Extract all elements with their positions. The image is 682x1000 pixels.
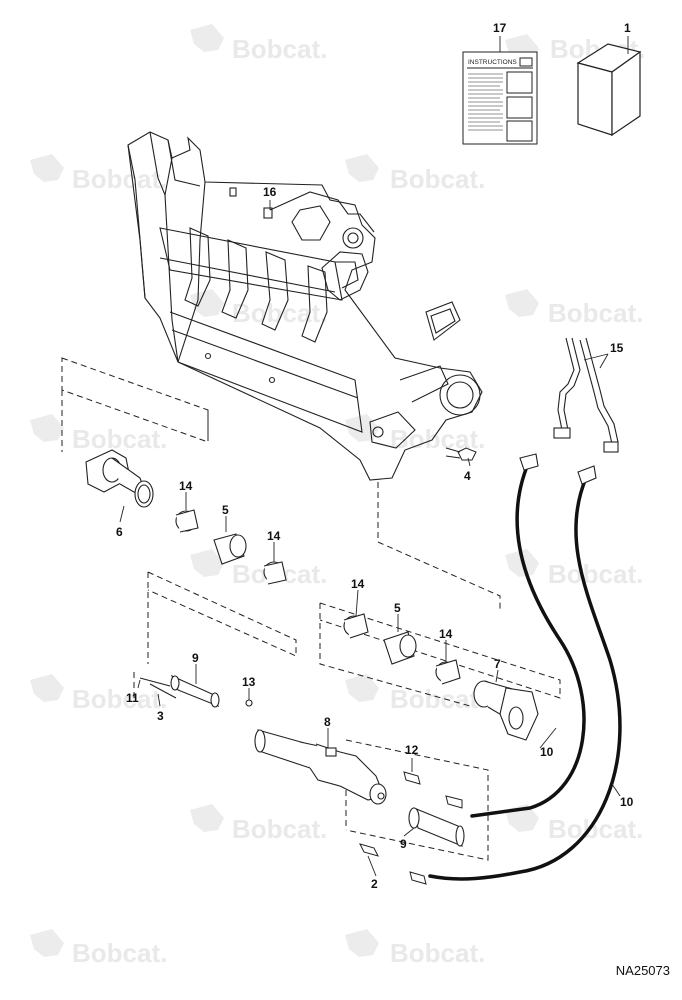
watermark-text: Bobcat. (72, 164, 167, 194)
watermark-text: Bobcat. (72, 938, 167, 968)
callout-14-d: 14 (439, 627, 453, 641)
callout-9-a: 9 (192, 651, 199, 665)
callout-2: 2 (371, 877, 378, 891)
instructions-manual: INSTRUCTIONS (462, 51, 538, 145)
callout-14-c: 14 (351, 577, 365, 591)
callout-9-b: 9 (400, 837, 407, 851)
watermark-text: Bobcat. (232, 814, 327, 844)
hydraulic-cylinder (254, 729, 387, 805)
watermark-text: Bobcat. (390, 938, 485, 968)
callout-4: 4 (464, 469, 471, 483)
bushings-rings (175, 509, 461, 685)
watermark-text: Bobcat. (72, 684, 167, 714)
watermark-text: Bobcat. (548, 559, 643, 589)
document-code: NA25073 (615, 963, 670, 978)
hoses (428, 462, 622, 881)
callout-16: 16 (263, 185, 277, 199)
callout-14-a: 14 (179, 479, 193, 493)
pin-lower (408, 807, 465, 847)
steel-tubes (519, 337, 619, 485)
flange-bushing-left (85, 449, 154, 508)
callout-17: 17 (493, 21, 507, 35)
callout-3: 3 (157, 709, 164, 723)
watermark-text: Bobcat. (390, 684, 485, 714)
callout-10-a: 10 (540, 745, 554, 759)
callout-14-b: 14 (267, 529, 281, 543)
flange-bushing-right (473, 680, 539, 741)
callout-10-b: 10 (620, 795, 634, 809)
bobcat-watermarks: Bobcat. Bobcat. Bobcat. Bobcat. Bobcat. … (30, 24, 645, 968)
callout-15: 15 (610, 341, 624, 355)
callout-7: 7 (494, 657, 501, 671)
watermark-text: Bobcat. (232, 298, 327, 328)
watermark-text: Bobcat. (390, 164, 485, 194)
fittings (359, 771, 463, 885)
instructions-label: INSTRUCTIONS (468, 59, 517, 66)
callout-8: 8 (324, 715, 331, 729)
watermark-text: Bobcat. (548, 298, 643, 328)
bolt-part (445, 447, 477, 461)
watermark-text: Bobcat. (72, 424, 167, 454)
pin-upper (139, 674, 253, 708)
callout-6: 6 (116, 525, 123, 539)
carrier-frame (127, 131, 483, 481)
callout-5-b: 5 (394, 601, 401, 615)
callout-1: 1 (624, 21, 631, 35)
callouts: 17 1 16 4 6 14 5 14 14 5 14 7 9 13 11 3 … (116, 21, 634, 891)
callout-11: 11 (126, 691, 139, 705)
watermark-text: Bobcat. (232, 34, 327, 64)
callout-5-a: 5 (222, 503, 229, 517)
leader-lines (119, 36, 629, 877)
callout-13: 13 (242, 675, 256, 689)
callout-12: 12 (405, 743, 419, 757)
parts-box (576, 43, 642, 137)
